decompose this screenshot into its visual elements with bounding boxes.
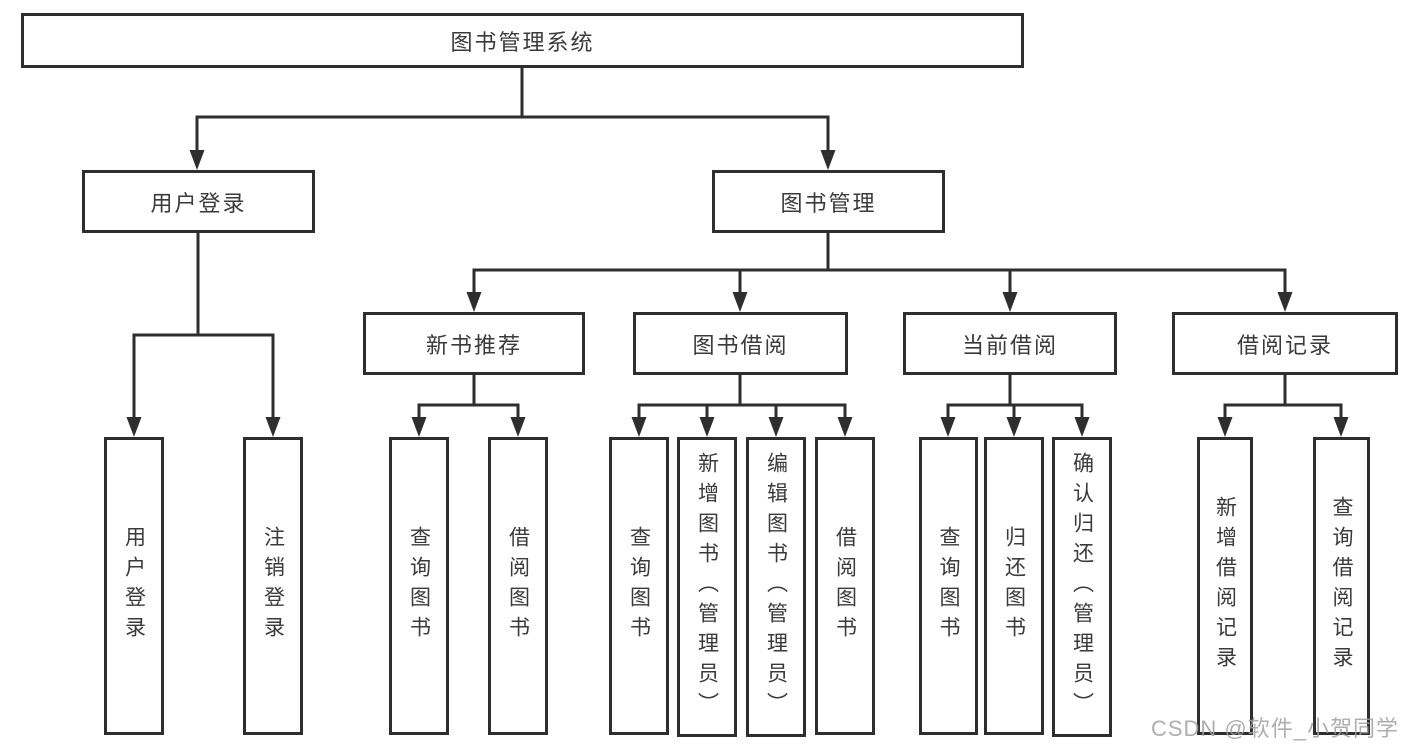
node-new-book-recommend: 新书推荐	[363, 312, 585, 375]
arrowhead-icon-root-0	[189, 150, 205, 170]
arrowhead-icon-root-1	[820, 150, 836, 170]
arrowhead-icon-current-borrowing-2	[1074, 417, 1090, 437]
arrowhead-icon-borrowing-records-1	[1333, 417, 1349, 437]
node-leaf-user-login: 用户登录	[104, 437, 164, 735]
node-leaf-bb-borrow: 借阅图书	[815, 437, 875, 735]
node-borrowing-records: 借阅记录	[1172, 312, 1398, 375]
arrowhead-icon-book-management-1	[732, 292, 748, 312]
node-leaf-bb-add: 新增图书（管理员）	[677, 437, 737, 737]
arrowhead-icon-book-borrowing-1	[699, 417, 715, 437]
node-current-borrowing: 当前借阅	[903, 312, 1117, 375]
node-user-login: 用户登录	[82, 170, 315, 233]
node-leaf-rec-borrow: 借阅图书	[488, 437, 548, 735]
node-book-management: 图书管理	[712, 170, 945, 233]
arrowhead-icon-new-book-recommend-0	[411, 417, 427, 437]
arrowhead-icon-book-borrowing-0	[631, 417, 647, 437]
arrowhead-icon-book-management-0	[466, 292, 482, 312]
node-leaf-br-add: 新增借阅记录	[1197, 437, 1253, 735]
node-leaf-rec-query: 查询图书	[389, 437, 449, 735]
arrowhead-icon-book-borrowing-2	[768, 417, 784, 437]
node-root: 图书管理系统	[21, 13, 1024, 68]
arrowhead-icon-book-management-3	[1277, 292, 1293, 312]
node-leaf-logout: 注销登录	[243, 437, 303, 735]
arrowhead-icon-current-borrowing-0	[940, 417, 956, 437]
node-leaf-cb-return: 归还图书	[984, 437, 1044, 735]
arrowhead-icon-user-login-1	[265, 417, 281, 437]
node-leaf-cb-confirm: 确认归还（管理员）	[1052, 437, 1112, 737]
arrowhead-icon-book-management-2	[1002, 292, 1018, 312]
node-book-borrowing: 图书借阅	[633, 312, 848, 375]
arrowhead-icon-current-borrowing-1	[1006, 417, 1022, 437]
node-leaf-br-query: 查询借阅记录	[1313, 437, 1370, 735]
watermark-text: CSDN @软件_小贺同学	[1150, 716, 1399, 741]
arrowhead-icon-book-borrowing-3	[837, 417, 853, 437]
arrowhead-icon-new-book-recommend-1	[510, 417, 526, 437]
node-leaf-bb-edit: 编辑图书（管理员）	[746, 437, 806, 737]
node-leaf-bb-query: 查询图书	[609, 437, 669, 735]
arrowhead-icon-user-login-0	[126, 417, 142, 437]
arrowhead-icon-borrowing-records-0	[1217, 417, 1233, 437]
node-leaf-cb-query: 查询图书	[919, 437, 978, 735]
